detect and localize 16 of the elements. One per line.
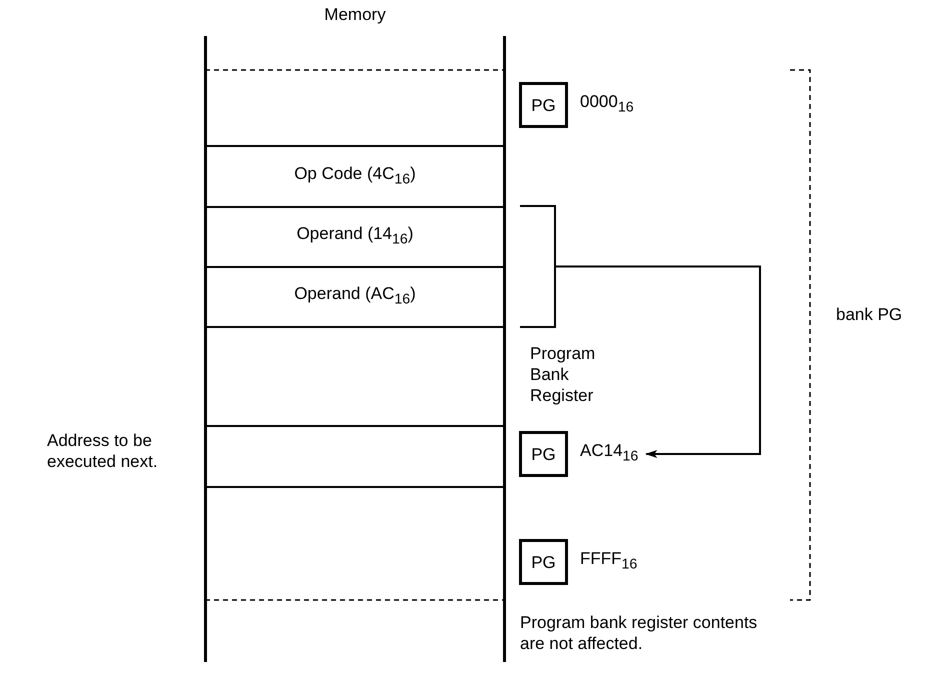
note-text: Program bank register contents are not affected. (520, 612, 758, 654)
cell-label: Operand (14$_{16}$) (296, 223, 414, 250)
cell-label: Op Code (4C$_{16}$) (294, 162, 416, 190)
address-value: AC14$_{16}$ (580, 440, 638, 467)
register-box: PG (519, 431, 568, 477)
column-heading: Memory (323, 4, 387, 25)
note-text: Address to be executed next. (47, 430, 159, 472)
register-box: PG (519, 82, 568, 128)
arrow (556, 266, 761, 458)
bank-label: bank PG (836, 304, 904, 325)
register-caption: Program Bank Register (530, 343, 596, 406)
memory-cell (207, 425, 503, 488)
cell-label: Operand (AC$_{16}$) (294, 283, 416, 310)
address-value: FFFF$_{16}$ (580, 548, 638, 575)
register-box: PG (519, 539, 568, 585)
address-value: 0000$_{16}$ (580, 91, 634, 118)
